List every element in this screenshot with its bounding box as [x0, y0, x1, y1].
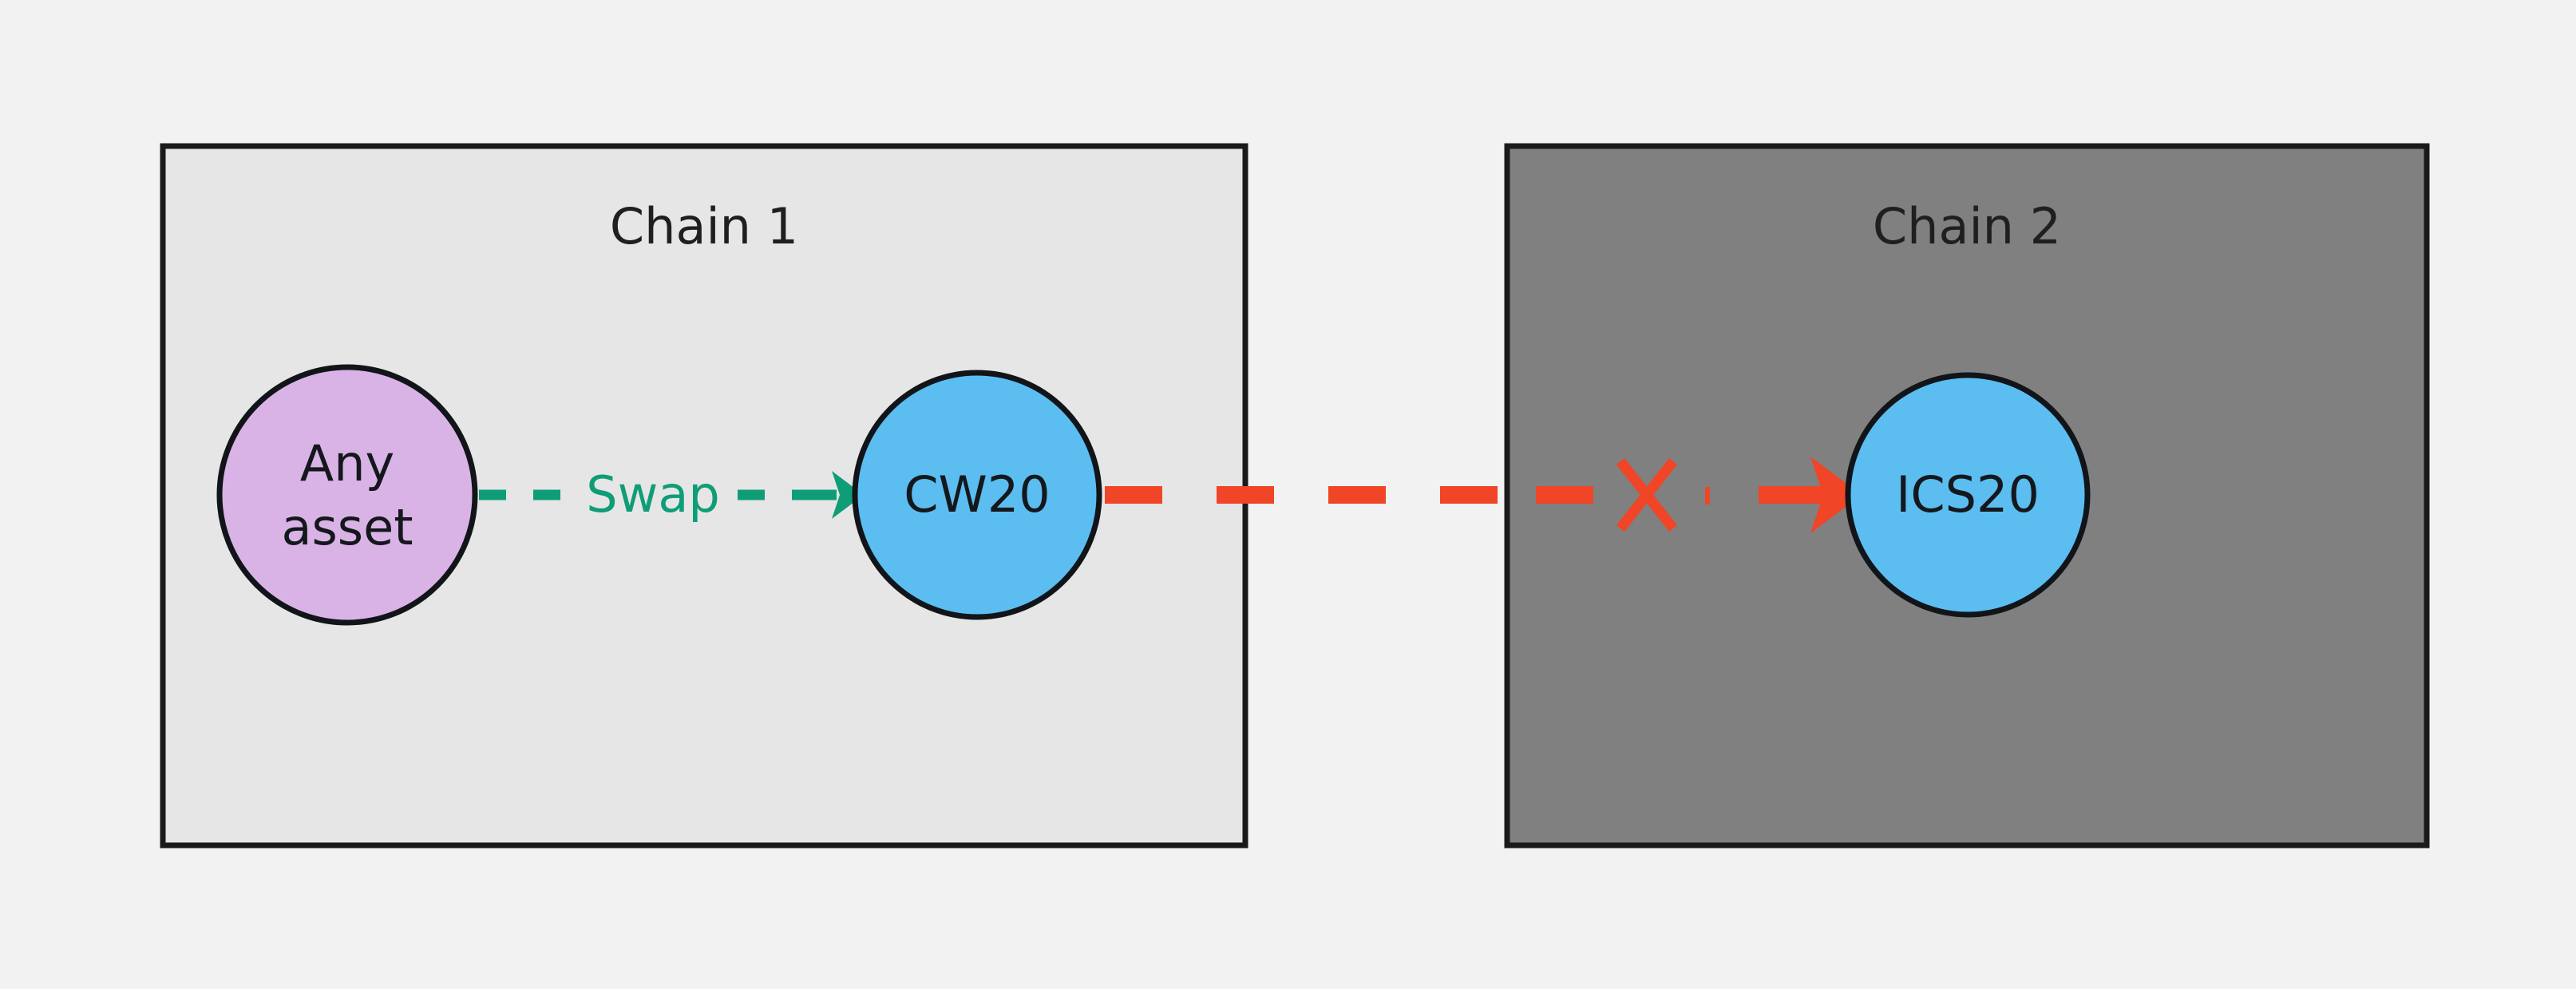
bridge-edge — [1105, 457, 1862, 533]
node-any-asset[interactable]: Any asset — [216, 364, 478, 626]
blocked-x-icon — [1616, 457, 1678, 532]
ics20-label: ICS20 — [1896, 465, 2040, 524]
swap-arrowhead-icon — [832, 471, 864, 519]
node-ics20[interactable]: ICS20 — [1845, 372, 2091, 618]
any-asset-circle[interactable] — [216, 364, 478, 626]
any-asset-label-line2: asset — [281, 498, 413, 556]
chain1-label: Chain 1 — [610, 197, 798, 255]
swap-edge: Swap — [479, 465, 864, 524]
ics20-circle[interactable] — [1845, 372, 2091, 618]
node-cw20[interactable]: CW20 — [852, 370, 1102, 620]
cw20-circle[interactable] — [852, 370, 1102, 620]
bridge-arrowhead-icon — [1810, 457, 1862, 533]
swap-edge-label: Swap — [586, 465, 719, 524]
any-asset-label-line1: Any — [300, 434, 394, 493]
cw20-label: CW20 — [904, 465, 1051, 524]
chain2-label: Chain 2 — [1873, 197, 2061, 255]
